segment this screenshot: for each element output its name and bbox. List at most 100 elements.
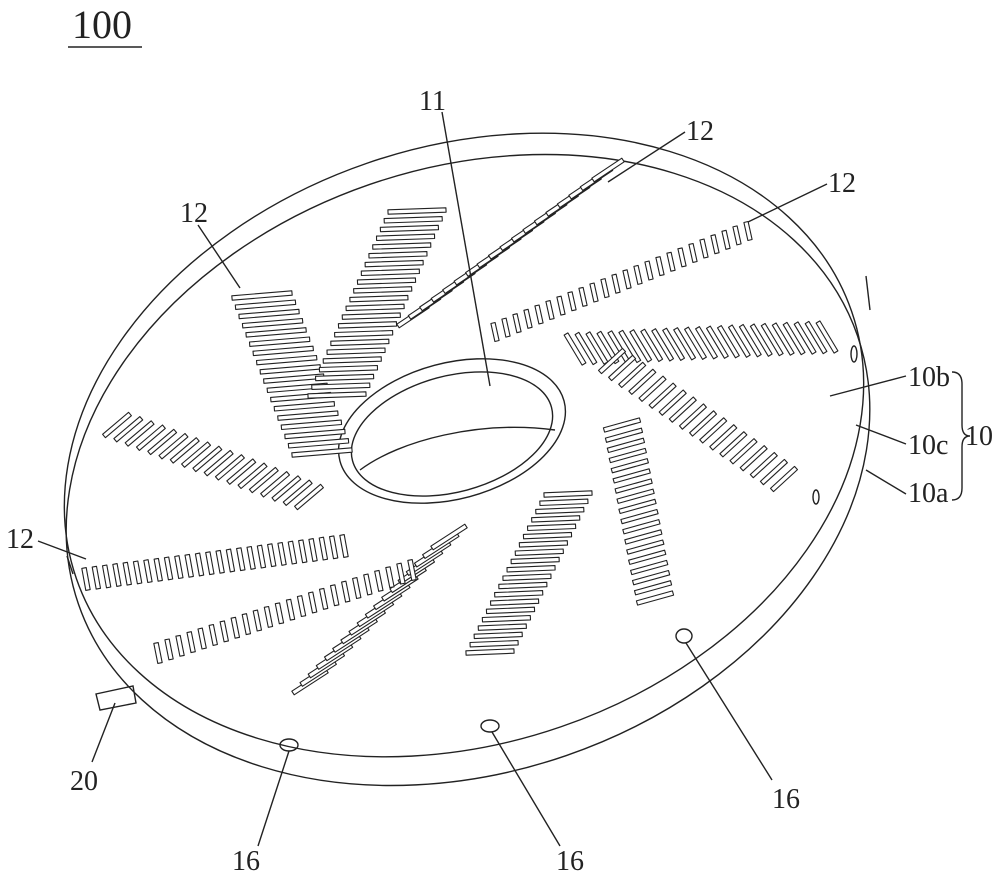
slot (264, 607, 272, 628)
plate-bottom-edge (0, 50, 956, 880)
slot-group-11 (82, 535, 348, 591)
slot (499, 582, 547, 588)
slot (159, 434, 188, 459)
slot (216, 550, 224, 573)
slot (176, 635, 184, 656)
slot (645, 261, 653, 280)
slot (722, 230, 730, 249)
slot (338, 322, 396, 328)
slot (292, 448, 352, 457)
slot (286, 599, 294, 620)
slot (689, 244, 697, 263)
slot (354, 287, 412, 293)
slot (466, 649, 514, 655)
pin-hole-3 (676, 629, 692, 643)
slot (272, 476, 301, 501)
slot (478, 624, 526, 630)
slot (557, 296, 565, 315)
slot (123, 562, 131, 585)
slot (507, 566, 555, 572)
label-16-left: 16 (232, 846, 260, 877)
slot-group-7 (603, 418, 673, 605)
slot (365, 260, 423, 266)
slot (700, 239, 708, 258)
slot (103, 412, 132, 437)
slot (350, 295, 408, 301)
label-10b: 10b (908, 362, 950, 393)
slot (185, 554, 193, 577)
slot (388, 208, 446, 214)
slot (623, 270, 631, 289)
slot (103, 565, 111, 588)
slot (206, 552, 214, 575)
slot (384, 217, 442, 223)
slot (601, 279, 609, 298)
leader-16-left (258, 751, 289, 846)
center-hole (322, 335, 581, 526)
slot (503, 574, 551, 580)
reference-labels: 11 12 12 12 12 10b 10c 10 10a 20 16 16 1… (6, 86, 993, 877)
center-hole-outer (322, 335, 581, 526)
slot (323, 357, 381, 363)
slot (346, 304, 404, 310)
slot (319, 537, 327, 560)
label-12-left-top: 12 (180, 198, 208, 229)
slot (331, 339, 389, 345)
slot (327, 348, 385, 354)
slot (474, 632, 522, 638)
slot (239, 309, 299, 318)
slot (342, 313, 400, 319)
slot (195, 553, 203, 576)
slot (342, 581, 350, 602)
slot (612, 274, 620, 293)
slot (264, 374, 324, 383)
slot (231, 617, 239, 638)
slot (285, 429, 345, 438)
slot (667, 252, 675, 271)
slot (175, 556, 183, 579)
label-10a: 10a (908, 478, 949, 509)
slot (261, 472, 290, 497)
slot (170, 438, 199, 463)
slot (364, 574, 372, 595)
slot (470, 641, 518, 647)
slot (137, 425, 166, 450)
slot (353, 578, 361, 599)
slot-group-9 (292, 524, 467, 695)
slot (491, 599, 539, 605)
label-16-mid: 16 (556, 846, 584, 877)
slot (242, 319, 302, 328)
slot (198, 628, 206, 649)
slot (82, 568, 90, 591)
slot (380, 225, 438, 231)
slot-group-1 (232, 291, 352, 457)
slot (257, 356, 317, 365)
plate-body (0, 30, 956, 880)
slot (281, 420, 341, 429)
side-notch (851, 346, 857, 362)
tab-20 (96, 686, 136, 710)
slot (288, 439, 348, 448)
slot (579, 287, 587, 306)
leader-16-right (686, 643, 772, 780)
pin-hole-2 (481, 720, 499, 732)
slot (678, 248, 686, 267)
slot (235, 300, 295, 309)
slot (536, 507, 584, 513)
slot-group-6 (599, 348, 798, 491)
slot (544, 491, 592, 497)
slot (238, 463, 267, 488)
slot (257, 545, 265, 568)
slot (532, 516, 580, 522)
slot (253, 346, 313, 355)
slot (154, 558, 162, 581)
slot (592, 158, 624, 182)
slot (634, 265, 642, 284)
slot (165, 639, 173, 660)
slot (491, 323, 499, 342)
leader-10c (856, 425, 906, 444)
slot (299, 540, 307, 563)
slot (590, 283, 598, 302)
slot (309, 592, 317, 613)
slot (535, 305, 543, 324)
